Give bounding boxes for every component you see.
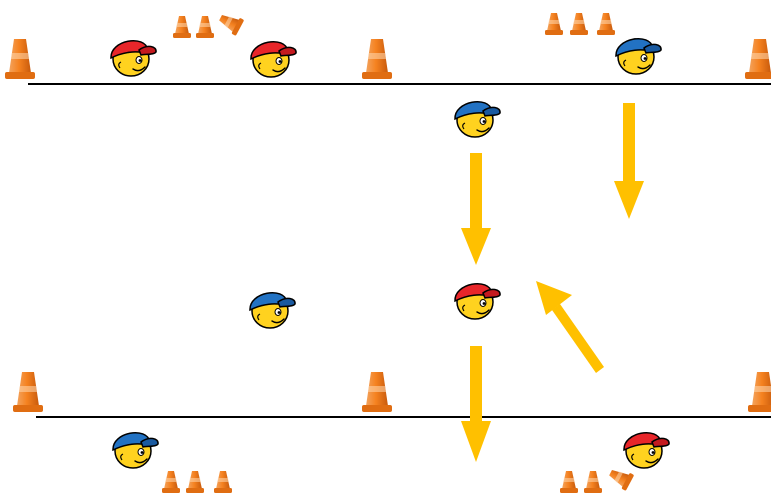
small-cone xyxy=(173,16,191,38)
small-cone xyxy=(545,13,563,35)
cone-marker xyxy=(362,372,392,412)
player-blue-left xyxy=(249,292,296,329)
small-cone-tipped xyxy=(216,9,245,36)
player-red-top-mid xyxy=(250,41,297,78)
arrow-diagonal-up-left xyxy=(536,281,604,373)
cone-marker xyxy=(362,39,392,79)
cone-marker xyxy=(748,372,771,412)
player-red-center xyxy=(454,283,501,320)
small-cone xyxy=(597,13,615,35)
player-red-bottom-right xyxy=(623,432,670,469)
small-cone xyxy=(584,471,602,493)
player-blue-bottom-left xyxy=(112,432,159,469)
small-cone xyxy=(570,13,588,35)
player-red-top-left xyxy=(110,40,157,77)
small-cone-tipped xyxy=(606,464,635,491)
small-cone xyxy=(214,471,232,493)
small-cone xyxy=(560,471,578,493)
small-cone xyxy=(162,471,180,493)
player-blue-top-right xyxy=(615,38,662,75)
arrow-center-down-bottom xyxy=(461,346,491,462)
players-layer xyxy=(110,38,670,469)
arrow-right-down xyxy=(614,103,644,219)
cone-marker xyxy=(5,39,35,79)
small-cone xyxy=(186,471,204,493)
arrow-center-down-top xyxy=(461,153,491,265)
player-blue-center-top xyxy=(454,101,501,138)
cone-marker xyxy=(745,39,771,79)
small-cone xyxy=(196,16,214,38)
cone-marker xyxy=(13,372,43,412)
